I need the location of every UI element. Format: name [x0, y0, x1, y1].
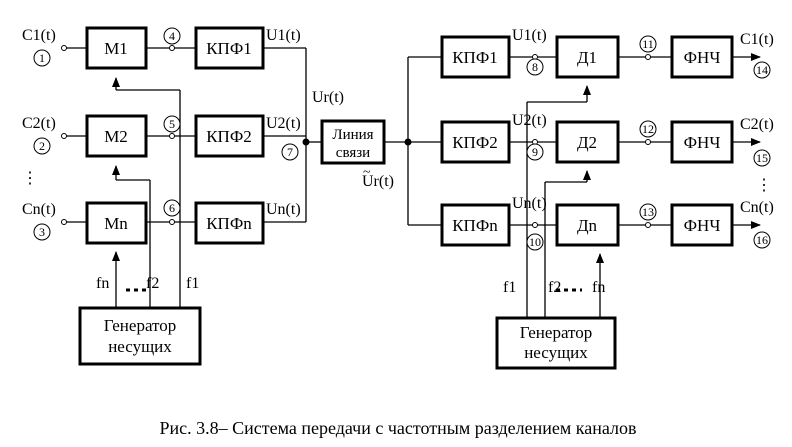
left-output-2: U2(t): [266, 115, 301, 132]
node-11: 11: [642, 37, 654, 51]
ellipsis: ⋮: [22, 170, 38, 187]
node-7: 7: [287, 145, 293, 159]
modulator-n-label: Мn: [104, 214, 128, 233]
left-bandpass-filter-n: [194, 201, 265, 245]
right-generator-line2: несущих: [524, 343, 588, 362]
input-label-1: C1(t): [22, 27, 56, 44]
modulator-2: [85, 114, 148, 158]
left-generator-line2: несущих: [108, 337, 172, 356]
input-label-2: C2(t): [22, 115, 56, 132]
modulator-n: [85, 201, 148, 245]
left-filter-2-label: КПФ2: [206, 127, 252, 146]
modulator-1: [85, 26, 148, 70]
input-wires: [61, 45, 87, 225]
left-bandpass-filter-1: [194, 26, 265, 70]
right-signal-1: U1(t): [512, 27, 547, 44]
lowpass-filter-2: [670, 120, 734, 164]
lowpass-filter-1: [670, 35, 734, 79]
left-filter-n-label: КПФn: [206, 214, 252, 233]
input-label-n: Cn(t): [22, 201, 56, 218]
left-bandpass-filter-2: [194, 114, 265, 158]
left-freq-fn: fn: [96, 275, 109, 292]
left-output-n: Un(t): [266, 201, 301, 218]
lpf-2-label: ФНЧ: [684, 133, 721, 152]
right-ellipsis: ⋮: [756, 177, 772, 194]
right-freq-fn: fn: [592, 279, 605, 296]
tilde-ur: ~: [363, 165, 371, 180]
node-markers: 1 2 3 4 5 6 7 8 9 10 11 12 13 14 15 16: [33, 27, 771, 251]
detector-1-label: Д1: [577, 48, 597, 67]
lpf-1-label: ФНЧ: [684, 48, 721, 67]
node-12: 12: [642, 122, 654, 136]
lpf-n-label: ФНЧ: [684, 216, 721, 235]
lowpass-filter-n: [670, 203, 734, 247]
right-generator-line1: Генератор: [520, 323, 593, 342]
node-14: 14: [756, 63, 768, 77]
node-16: 16: [756, 233, 768, 247]
detector-n-label: Дn: [577, 216, 598, 235]
modulator-2-label: М2: [104, 127, 128, 146]
node-5: 5: [169, 117, 175, 131]
line-label-2: связи: [336, 145, 370, 161]
modulator-1-label: М1: [104, 39, 128, 58]
right-carrier-generator: [495, 316, 617, 370]
right-freq-f2: f2: [548, 279, 561, 296]
right-signal-2: U2(t): [512, 112, 547, 129]
right-freq-f1: f1: [503, 279, 516, 296]
right-output-2: C2(t): [740, 116, 774, 133]
node-15: 15: [756, 151, 768, 165]
left-carrier-generator: [78, 306, 202, 366]
node-9: 9: [532, 145, 538, 159]
node-4: 4: [169, 29, 175, 43]
figure-caption: Рис. 3.8– Система передачи с частотным р…: [159, 418, 636, 438]
left-freq-f1: f1: [186, 275, 199, 292]
line-label-1: Линия: [332, 127, 373, 143]
left-output-1: U1(t): [266, 27, 301, 44]
detector-2-label: Д2: [577, 133, 597, 152]
node-8: 8: [532, 60, 538, 74]
right-bandpass-filter-1: [440, 35, 511, 79]
node-2: 2: [39, 139, 45, 153]
right-filter-n-label: КПФn: [452, 216, 498, 235]
left-generator-line1: Генератор: [104, 316, 177, 335]
ur-input-label: Ur(t): [312, 89, 344, 106]
left-filter-1-label: КПФ1: [206, 39, 252, 58]
right-signal-n: Un(t): [512, 195, 547, 212]
left-freq-f2: f2: [146, 275, 159, 292]
right-filter-1-label: КПФ1: [452, 48, 498, 67]
node-10: 10: [529, 235, 541, 249]
node-6: 6: [169, 201, 175, 215]
node-13: 13: [642, 205, 654, 219]
ur-output-label: Ur(t): [362, 173, 394, 190]
right-output-1: C1(t): [740, 31, 774, 48]
node-1: 1: [39, 51, 45, 65]
right-filter-2-label: КПФ2: [452, 133, 498, 152]
node-3: 3: [39, 225, 45, 239]
right-output-n: Cn(t): [740, 199, 774, 216]
detector-n: [555, 203, 620, 247]
